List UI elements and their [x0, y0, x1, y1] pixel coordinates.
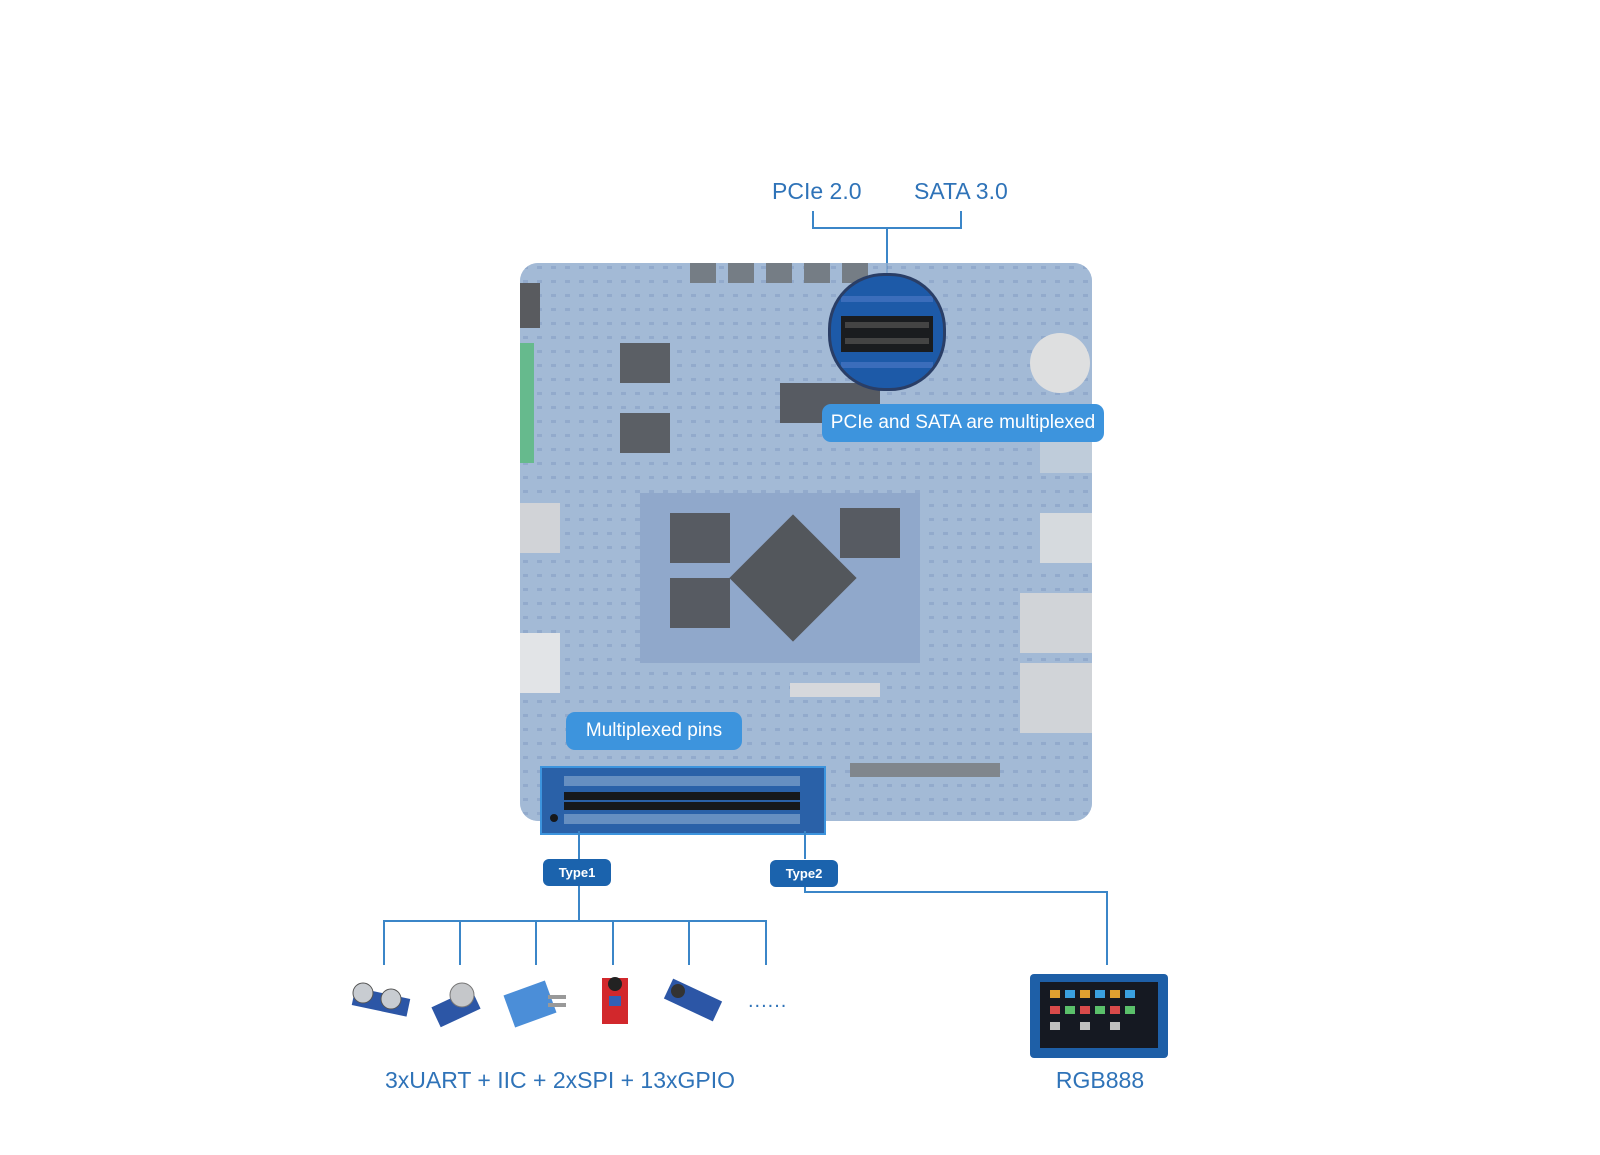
bracket-left — [812, 211, 814, 229]
more-sensors-ellipsis: ...... — [748, 990, 788, 1012]
type1-trunk — [578, 886, 580, 920]
sata-label: SATA 3.0 — [914, 178, 1008, 204]
type1-tag: Type1 — [543, 859, 611, 886]
gpio-header-graphic — [550, 776, 800, 824]
branch-3 — [535, 920, 537, 965]
branch-6 — [765, 920, 767, 965]
humidity-sensor-image — [500, 975, 570, 1035]
type2-tag: Type2 — [770, 860, 838, 887]
branch-2 — [459, 920, 461, 965]
display-label: RGB888 — [1055, 1067, 1145, 1093]
branch-5 — [688, 920, 690, 965]
pcie-connector-graphic — [841, 296, 933, 368]
type2-stem — [804, 831, 806, 859]
ultrasonic-sensor-image — [345, 975, 415, 1030]
branch-1 — [383, 920, 385, 965]
type1-stem — [578, 831, 580, 859]
type2-drop — [1106, 891, 1108, 965]
gpio-header-highlight — [540, 766, 826, 835]
bracket-stem — [886, 227, 888, 275]
dev-board-graphic — [498, 253, 1100, 821]
pins-callout: Multiplexed pins — [566, 712, 742, 750]
pcie-label: PCIe 2.0 — [772, 178, 862, 204]
lcd-screen — [1040, 982, 1158, 1048]
bracket-right — [960, 211, 962, 229]
pcie-zoom-circle — [828, 273, 946, 391]
multiplexed-callout: PCIe and SATA are multiplexed — [822, 404, 1104, 442]
type2-trunk — [804, 887, 806, 893]
light-sensor-image — [660, 975, 730, 1035]
gas-sensor-image — [428, 975, 488, 1035]
sound-sensor-image — [596, 968, 636, 1038]
lcd-icons-graphic — [1050, 990, 1135, 1030]
peripherals-label: 3xUART + IIC + 2xSPI + 13xGPIO — [384, 1067, 736, 1093]
type2-bar — [804, 891, 1108, 893]
lcd-display-image — [1030, 974, 1168, 1058]
type1-branch-bar — [383, 920, 767, 922]
branch-4 — [612, 920, 614, 965]
